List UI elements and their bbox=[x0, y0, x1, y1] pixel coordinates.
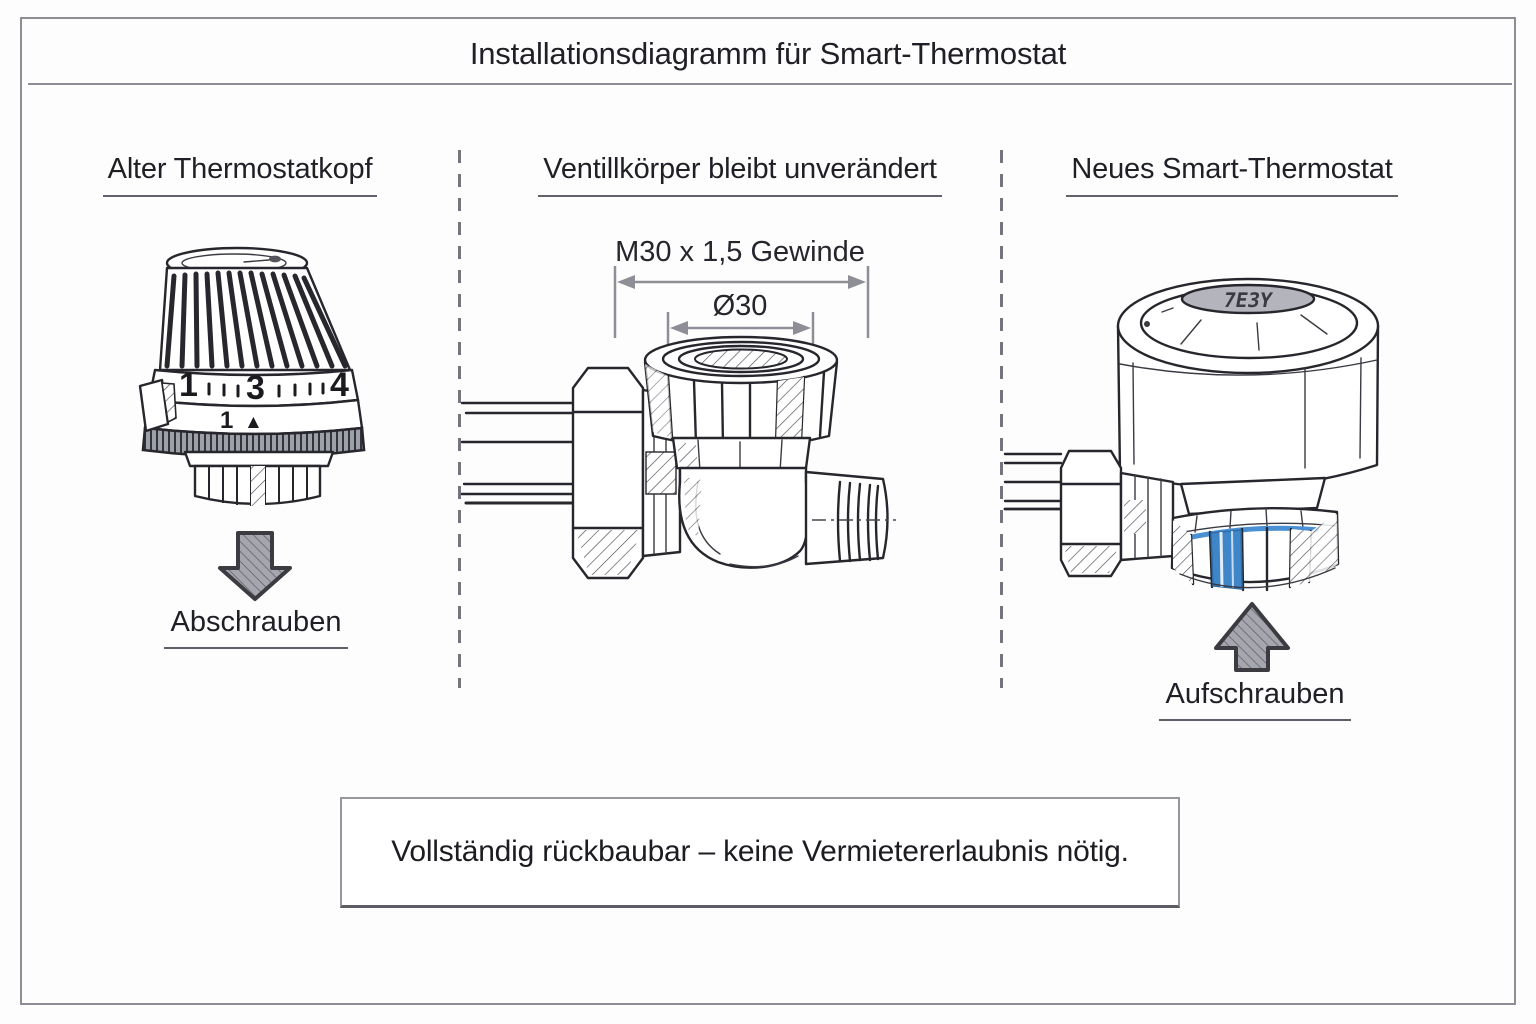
dim-diameter-label: Ø30 bbox=[640, 290, 840, 323]
action-unscrew-label: Abschrauben bbox=[163, 606, 349, 649]
ring-spokes bbox=[1194, 508, 1304, 533]
dimension-arrows bbox=[613, 266, 870, 346]
valve-body bbox=[678, 466, 810, 569]
scale-number-4: 4 bbox=[330, 366, 349, 404]
up-arrow-icon bbox=[1214, 602, 1290, 672]
blue-accent-arc bbox=[1186, 525, 1320, 541]
heading-old-thermostat: Alter Thermostatkopf bbox=[30, 153, 450, 197]
collar-new bbox=[1119, 471, 1175, 562]
scale-ticks bbox=[207, 382, 325, 398]
action-screw-on: Aufschrauben bbox=[1105, 678, 1405, 721]
old-thermostat-illustration: 1 3 4 1 ▲ bbox=[138, 246, 366, 506]
hex-nut-new bbox=[1059, 449, 1123, 578]
down-arrow-icon bbox=[218, 531, 292, 601]
temperature-scale-band: 1 3 4 bbox=[147, 366, 360, 408]
side-tab bbox=[138, 378, 177, 433]
valve-body-illustration bbox=[460, 335, 896, 580]
pipe-left bbox=[460, 401, 575, 505]
thermostat-cylinder: 7E3Y bbox=[1116, 277, 1380, 489]
scale-number-3: 3 bbox=[246, 369, 265, 407]
threaded-outlet bbox=[804, 470, 896, 566]
mounting-ring bbox=[1170, 476, 1340, 592]
dim-diameter-text: Ø30 bbox=[712, 290, 768, 322]
dim-thread-text: M30 x 1,5 Gewinde bbox=[615, 236, 865, 268]
dimension-thread-arrow bbox=[613, 266, 870, 338]
dim-thread-label: M30 x 1,5 Gewinde bbox=[540, 236, 940, 269]
heading-new-thermostat-label: Neues Smart-Thermostat bbox=[1066, 153, 1398, 197]
marker-number: 1 bbox=[220, 407, 233, 434]
heading-old-thermostat-label: Alter Thermostatkopf bbox=[102, 153, 378, 197]
note-text: Vollständig rückbaubar – keine Vermieter… bbox=[391, 835, 1129, 868]
title-rule bbox=[28, 83, 1512, 85]
action-unscrew: Abschrauben bbox=[106, 606, 406, 649]
lcd-display: 7E3Y bbox=[1180, 283, 1316, 315]
page-title: Installationsdiagramm für Smart-Thermost… bbox=[469, 36, 1067, 71]
divider-right bbox=[1000, 150, 1003, 688]
heading-valve-body: Ventillkörper bleibt unverändert bbox=[470, 153, 1010, 197]
blue-accent-segment bbox=[1210, 529, 1243, 590]
dimension-diameter-arrow bbox=[666, 312, 815, 346]
diagram-frame bbox=[20, 17, 1516, 1005]
connection-nut bbox=[183, 450, 335, 506]
heading-valve-body-label: Ventillkörper bleibt unverändert bbox=[538, 153, 942, 197]
marker-band: 1 ▲ bbox=[143, 398, 364, 436]
marker-arrow: ▲ bbox=[244, 412, 263, 433]
divider-left bbox=[458, 150, 461, 688]
pipe-left-new bbox=[1003, 452, 1063, 511]
heading-new-thermostat: Neues Smart-Thermostat bbox=[1012, 153, 1452, 197]
scale-number-1: 1 bbox=[179, 366, 198, 404]
ribbed-grip bbox=[158, 246, 352, 372]
valve-cap-nut bbox=[643, 335, 839, 449]
status-dot bbox=[1144, 321, 1150, 327]
hex-union-nut bbox=[571, 366, 645, 580]
action-screw-on-label: Aufschrauben bbox=[1158, 678, 1352, 721]
lcd-digits: 7E3Y bbox=[1222, 288, 1275, 312]
smart-thermostat-illustration: 7E3Y bbox=[1003, 277, 1380, 592]
note-box: Vollständig rückbaubar – keine Vermieter… bbox=[340, 797, 1180, 908]
